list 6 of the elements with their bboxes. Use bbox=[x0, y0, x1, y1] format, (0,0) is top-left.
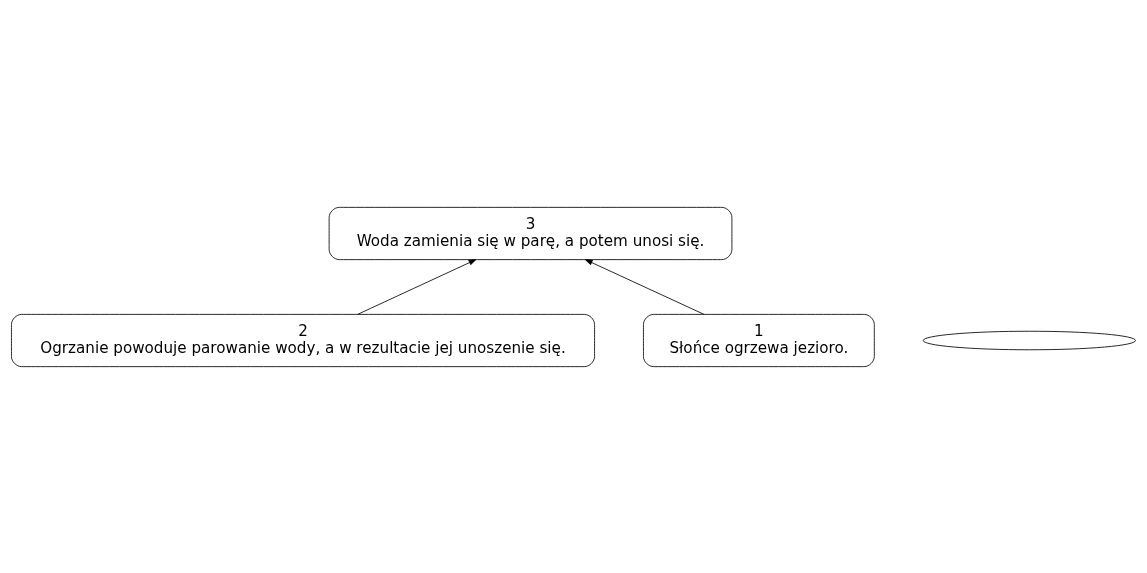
arrow bbox=[585, 258, 705, 315]
arrow bbox=[357, 258, 477, 315]
node-ellipse bbox=[922, 330, 1136, 350]
node-box: 3 Woda zamienia się w parę, a potem unosi się. bbox=[328, 206, 733, 260]
node-box: 1 Słońce ogrzewa jezioro. bbox=[643, 313, 875, 367]
node-box: 2 Ogrzanie powoduje parowanie wody, a w rezultacie jej unoszenie się. bbox=[11, 313, 595, 367]
